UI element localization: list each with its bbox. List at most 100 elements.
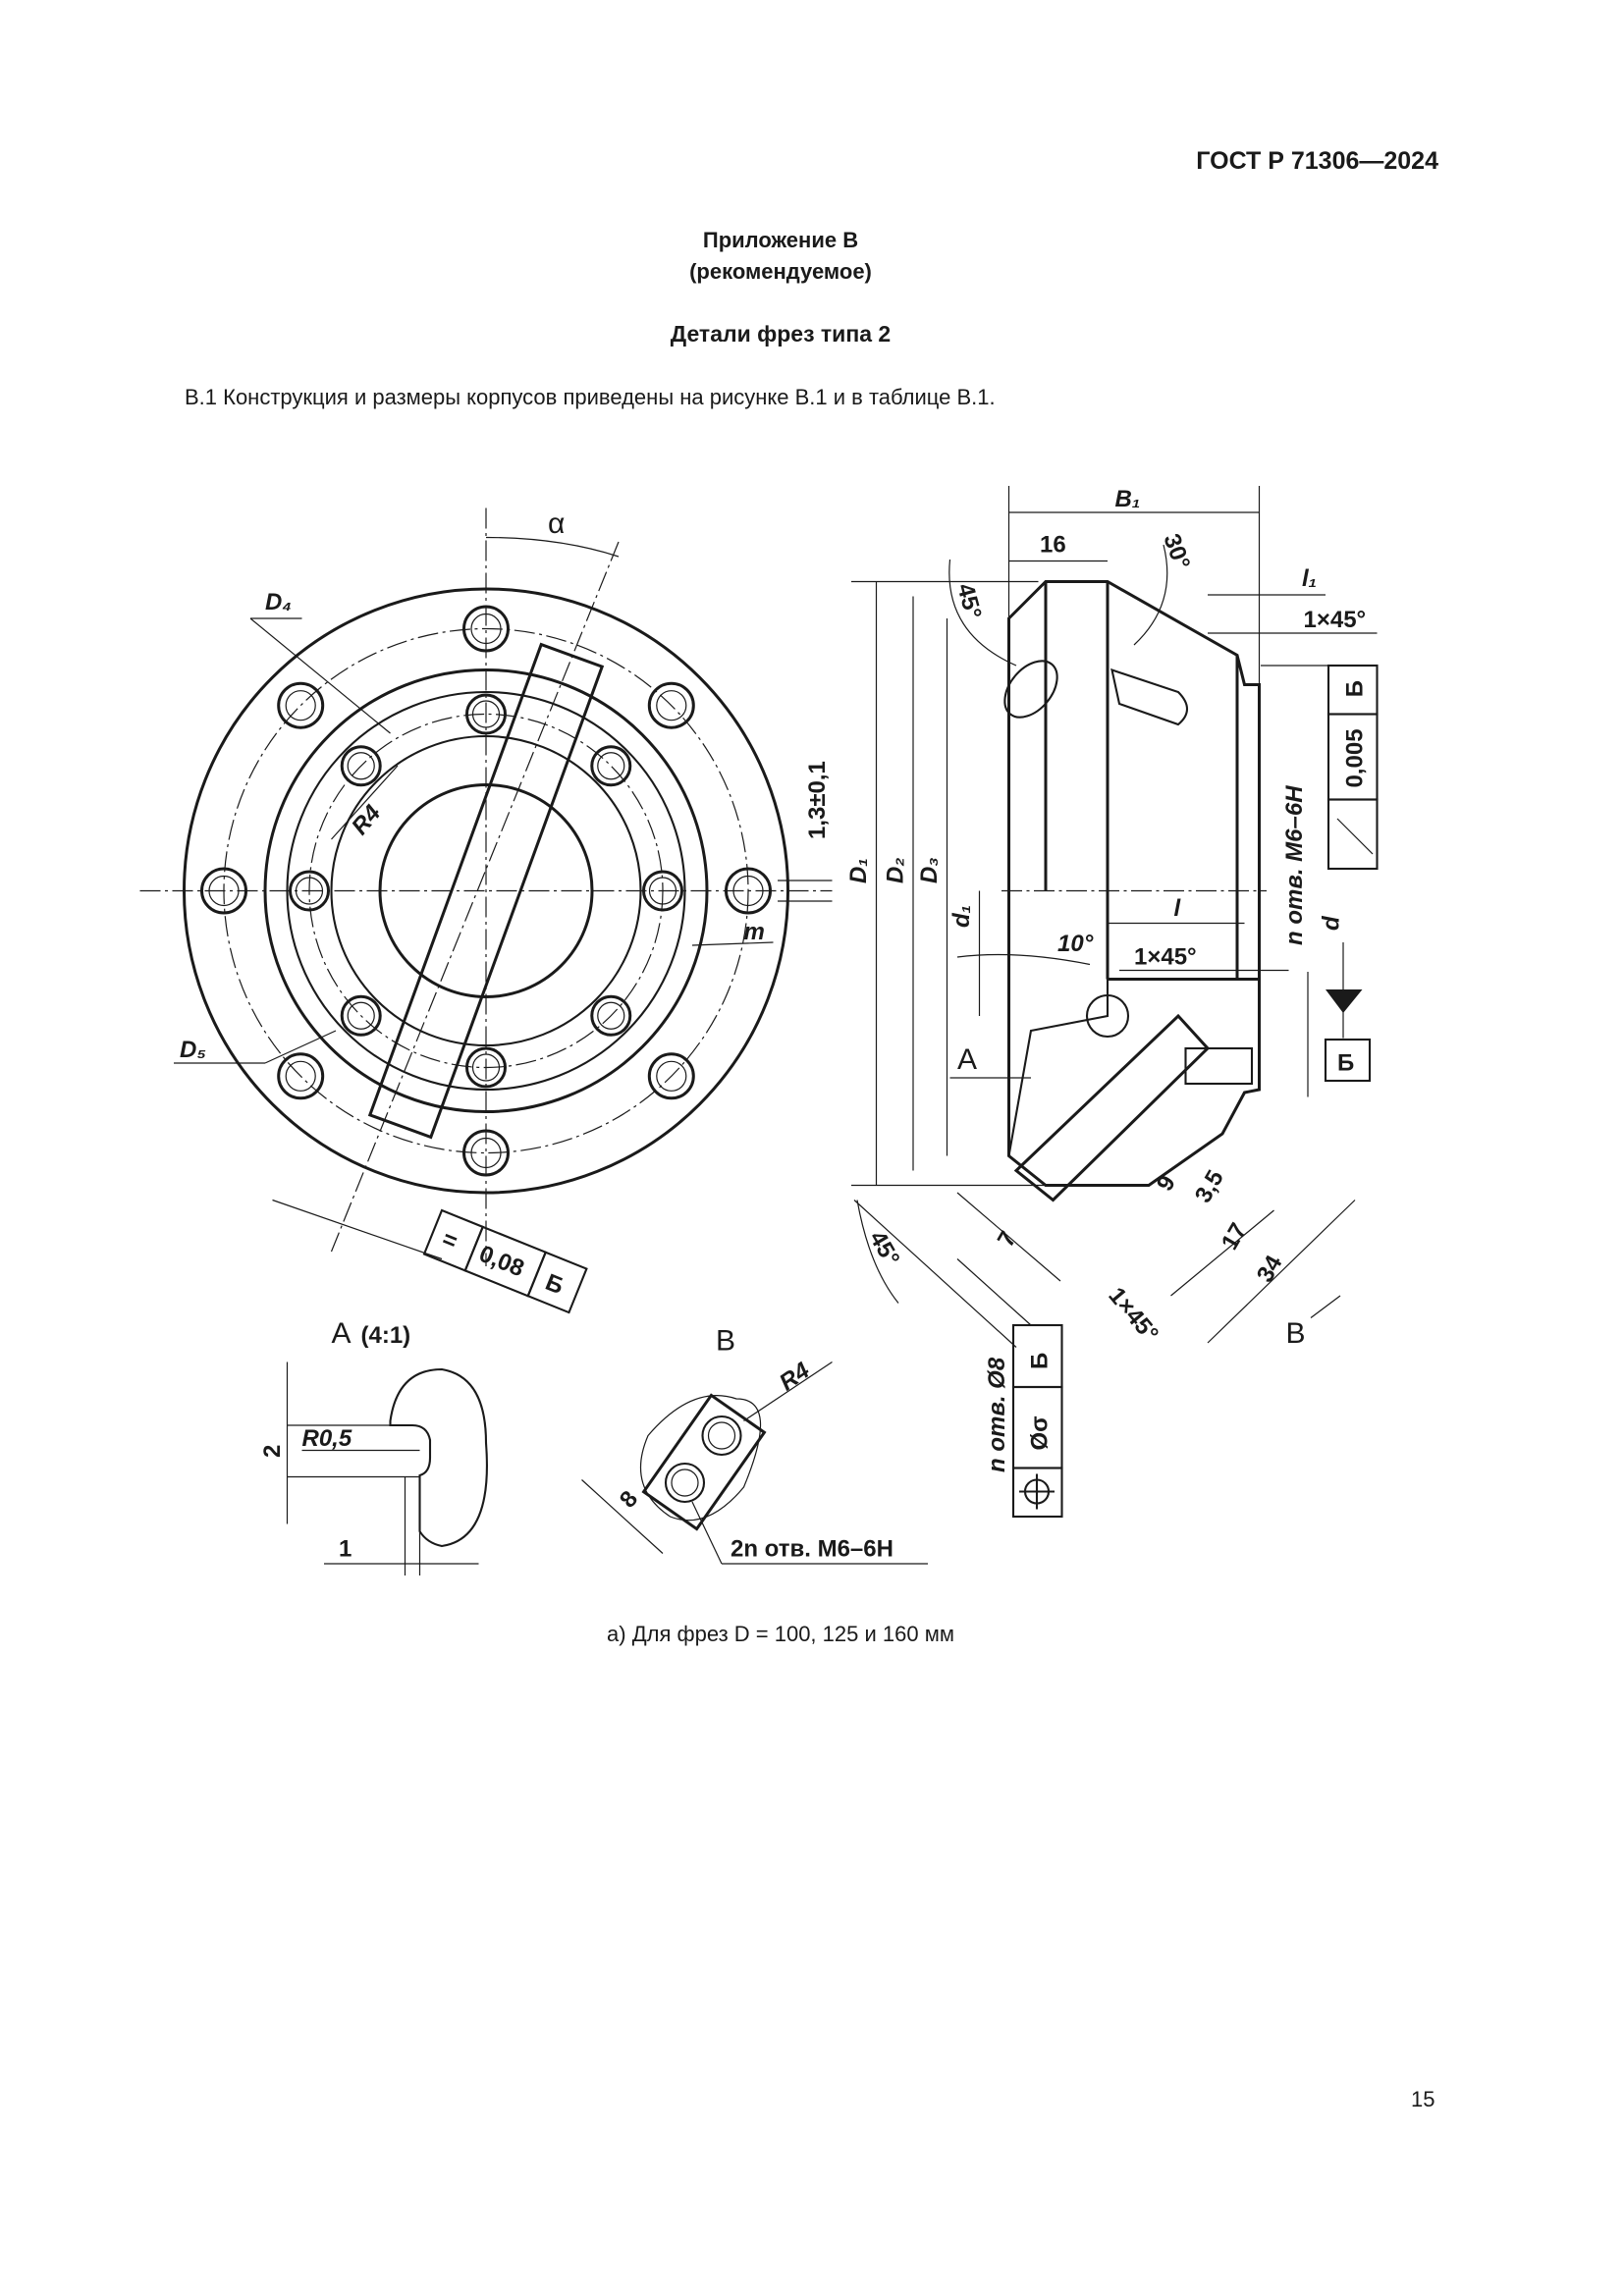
d4-leader bbox=[249, 617, 391, 734]
clamp-bar bbox=[367, 642, 605, 1140]
outer-hole-thread bbox=[285, 1060, 316, 1092]
inner-hole bbox=[590, 994, 632, 1037]
runout-datum: Б bbox=[1342, 680, 1369, 697]
chamfer-mid-label: 1×45° bbox=[1134, 944, 1197, 971]
angle45-bottom-arc bbox=[856, 1200, 899, 1304]
angle30-label: 30° bbox=[1158, 530, 1195, 572]
angle45-ext bbox=[853, 1200, 1017, 1348]
position-tolerance: Øσ bbox=[1027, 1415, 1054, 1450]
document-code: ГОСТ Р 71306—2024 bbox=[1196, 147, 1438, 175]
dim17-label: 17 bbox=[1217, 1218, 1253, 1255]
l-label: l bbox=[1174, 895, 1182, 922]
inner-hole-thread bbox=[597, 1001, 625, 1030]
dim3-5-label: 3,5 bbox=[1190, 1166, 1229, 1207]
d1-big-label: D₁ bbox=[845, 858, 872, 883]
b1-label: B₁ bbox=[1115, 486, 1141, 512]
d3-label: D₃ bbox=[916, 857, 943, 883]
section-hatch bbox=[1007, 978, 1261, 1187]
detail-b-holes-leader bbox=[691, 1501, 723, 1565]
m-label: m bbox=[744, 919, 765, 945]
datum-triangle-icon bbox=[1326, 989, 1363, 1013]
runout-value: 0,005 bbox=[1342, 728, 1369, 787]
detail-b-title: В bbox=[716, 1325, 735, 1358]
angle30-arc bbox=[1133, 544, 1168, 646]
chamfer-bottom-label: 1×45° bbox=[1103, 1283, 1164, 1348]
detail-a-marker bbox=[1085, 993, 1130, 1039]
fcf-value: 0,08 bbox=[475, 1241, 527, 1283]
position-datum: Б bbox=[1027, 1353, 1054, 1369]
runout-fcf: Б 0,005 bbox=[1326, 664, 1379, 871]
view-a-label: А bbox=[957, 1043, 977, 1076]
angle45-top-label: 45° bbox=[951, 581, 986, 622]
figure-caption: а) Для фрез D = 100, 125 и 160 мм bbox=[607, 1622, 954, 1646]
detail-b-r4-leader bbox=[743, 1362, 833, 1421]
detail-a-radius: R0,5 bbox=[302, 1425, 352, 1452]
fcf-leader bbox=[272, 1199, 443, 1260]
front-view: α D₄ R4 D₅ 1,3±0,1 m = 0,08 Б bbox=[139, 507, 833, 1314]
detail-a-section bbox=[389, 1367, 488, 1548]
dim34-label: 34 bbox=[1252, 1251, 1288, 1287]
fcf-cell-datum bbox=[526, 1251, 588, 1314]
view-b-arrow bbox=[1310, 1295, 1341, 1318]
outer-hole-thread bbox=[285, 690, 316, 721]
dim7-line bbox=[956, 1192, 1061, 1282]
d2-label: D₂ bbox=[883, 858, 909, 883]
depth-label: 1,3±0,1 bbox=[804, 761, 831, 839]
detail-b-hole-2-thread bbox=[671, 1468, 699, 1497]
detail-b-dim8: 8 bbox=[615, 1486, 643, 1514]
dim17-line bbox=[1170, 1209, 1274, 1297]
outer-hole bbox=[647, 681, 695, 729]
side-view: B₁ 16 30° 45° l₁ 1×45° Б 0,005 D₁ D₂ D₃ … bbox=[845, 486, 1379, 1350]
fcf-symbol: = bbox=[439, 1226, 461, 1255]
datum-b-label: Б bbox=[1337, 1050, 1354, 1077]
detail-a-dim2: 2 bbox=[259, 1445, 286, 1458]
m-dim-line bbox=[691, 941, 774, 946]
inner-hole-thread bbox=[347, 752, 375, 780]
outer-hole bbox=[647, 1052, 695, 1100]
d5-leader bbox=[264, 1030, 337, 1064]
d1-small-label: d₁ bbox=[948, 905, 975, 928]
r4-leader bbox=[331, 765, 399, 840]
runout-arrow-icon bbox=[1336, 818, 1374, 855]
detail-b-hole-1-thread bbox=[707, 1421, 736, 1450]
detail-a-dim1: 1 bbox=[339, 1536, 352, 1563]
page-number: 15 bbox=[1411, 2087, 1435, 2111]
inner-hole bbox=[590, 745, 632, 787]
position-holes-label: n отв. Ø8 bbox=[984, 1357, 1010, 1472]
threaded-hole bbox=[1184, 1046, 1254, 1086]
w16-label: 16 bbox=[1040, 532, 1066, 559]
angle45-top-arc bbox=[948, 559, 1017, 667]
outer-hole-thread bbox=[656, 1060, 687, 1092]
outer-hole bbox=[277, 1052, 325, 1100]
detail-a: А (4:1) 2 R0,5 1 bbox=[259, 1317, 488, 1575]
outer-hole bbox=[277, 681, 325, 729]
holes-label: n отв. М6–6Н bbox=[1281, 785, 1308, 945]
annex-subtitle: (рекомендуемое) bbox=[689, 259, 872, 284]
position-symbol-icon bbox=[1019, 1473, 1055, 1510]
dim7-label: 7 bbox=[993, 1227, 1022, 1252]
runout-cell-symbol bbox=[1326, 798, 1379, 871]
position-fcf: n отв. Ø8 Б Øσ bbox=[956, 1258, 1063, 1519]
detail-b: В R4 8 2n отв. М6–6Н bbox=[581, 1325, 928, 1565]
angle10-arc bbox=[956, 953, 1091, 966]
wedge-bolt bbox=[1013, 1013, 1211, 1202]
slot-holes bbox=[1110, 667, 1189, 726]
detail-b-hole-1 bbox=[701, 1415, 742, 1457]
inner-hole bbox=[340, 994, 382, 1037]
inner-hole-thread bbox=[597, 752, 625, 780]
paragraph-b1: В.1 Конструкция и размеры корпусов приве… bbox=[185, 385, 996, 409]
detail-a-title: А bbox=[332, 1317, 352, 1350]
inclined-hole bbox=[1003, 660, 1058, 719]
angle10-label: 10° bbox=[1057, 931, 1094, 957]
d5-label: D₅ bbox=[180, 1037, 206, 1063]
annex-title: Приложение В bbox=[702, 228, 859, 252]
dim34-line bbox=[1207, 1200, 1356, 1344]
detail-b-holes-label: 2n отв. М6–6Н bbox=[731, 1536, 893, 1563]
d-label: d bbox=[1319, 915, 1345, 931]
detail-a-scale: (4:1) bbox=[361, 1322, 411, 1349]
flatness-fcf: = 0,08 Б bbox=[422, 1208, 588, 1314]
section-title: Детали фрез типа 2 bbox=[670, 321, 892, 347]
detail-b-dim8-line bbox=[581, 1479, 664, 1554]
angle45-bottom-label: 45° bbox=[864, 1227, 905, 1271]
